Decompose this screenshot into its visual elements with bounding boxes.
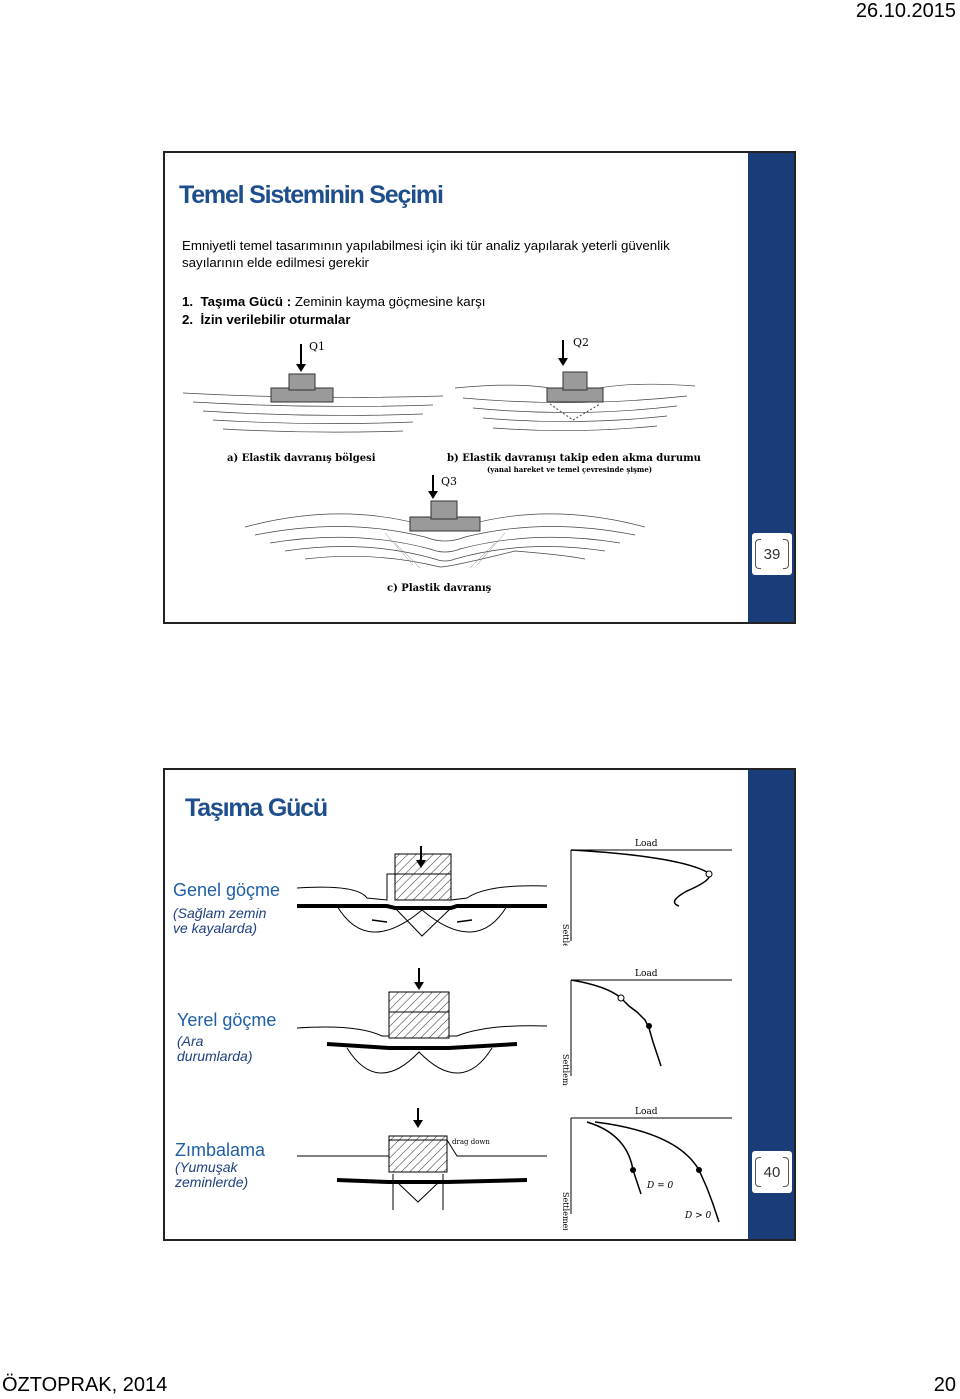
svg-text:Q1: Q1: [309, 340, 325, 353]
punching-shear-diagram: drag down: [297, 1108, 547, 1210]
caption-a: a) Elastik davranış bölgesi: [227, 453, 376, 464]
local-shear-diagram: [297, 968, 547, 1074]
caption-c: c) Plastik davranış: [387, 583, 492, 594]
general-shear-diagram: [297, 846, 547, 937]
svg-text:Settlement: Settlement: [561, 1192, 570, 1230]
criteria-list: 1. Taşıma Gücü : Zeminin kayma göçmesine…: [182, 293, 485, 329]
punching-load-settlement-graph: Load Settlement D = 0 D > 0: [561, 1107, 732, 1230]
page-date: 26.10.2015: [855, 0, 956, 22]
svg-text:Q3: Q3: [441, 475, 457, 488]
page-number-badge: 39: [752, 533, 792, 575]
svg-text:Settlement: Settlement: [561, 924, 570, 946]
caption-b: b) Elastik davranışı takip eden akma dur…: [447, 453, 701, 464]
page-number-badge: 40: [752, 1151, 792, 1193]
slide-title: Temel Sisteminin Seçimi: [179, 181, 444, 209]
svg-text:D = 0: D = 0: [646, 1181, 673, 1191]
elastic-yield-figure: Q2: [455, 336, 695, 431]
svg-text:Q2: Q2: [573, 336, 589, 349]
svg-text:drag down: drag down: [452, 1138, 490, 1146]
list-item: 2. İzin verilebilir oturmalar: [182, 312, 351, 327]
footer-author: ÖZTOPRAK, 2014: [2, 1374, 168, 1396]
caption-b-sub: (yanal hareket ve temel çevresinde şişme…: [487, 465, 653, 474]
slide-title: Taşıma Gücü: [185, 794, 328, 822]
slide-39: Temel Sisteminin Seçimi Emniyetli temel …: [163, 151, 796, 624]
svg-text:Load: Load: [635, 969, 658, 979]
case-title-punching: Zımbalama: [175, 1140, 266, 1160]
case-title-general: Genel göçme: [173, 880, 281, 900]
intro-text: Emniyetli temel tasarımının yapılabilmes…: [182, 238, 670, 270]
local-load-settlement-graph: Load Settlement: [561, 969, 732, 1086]
elastic-behavior-figure: Q1: [183, 340, 443, 433]
case-title-local: Yerel göçme: [177, 1010, 277, 1030]
general-load-settlement-graph: Load Settlement: [561, 839, 732, 946]
svg-text:Load: Load: [635, 839, 658, 849]
svg-text:Load: Load: [635, 1107, 658, 1117]
footer-page-number: 20: [933, 1374, 956, 1396]
svg-text:D > 0: D > 0: [684, 1211, 711, 1221]
svg-text:Settlement: Settlement: [561, 1054, 570, 1086]
plastic-behavior-figure: Q3: [245, 475, 645, 569]
list-item: 1. Taşıma Gücü : Zeminin kayma göçmesine…: [182, 294, 486, 309]
